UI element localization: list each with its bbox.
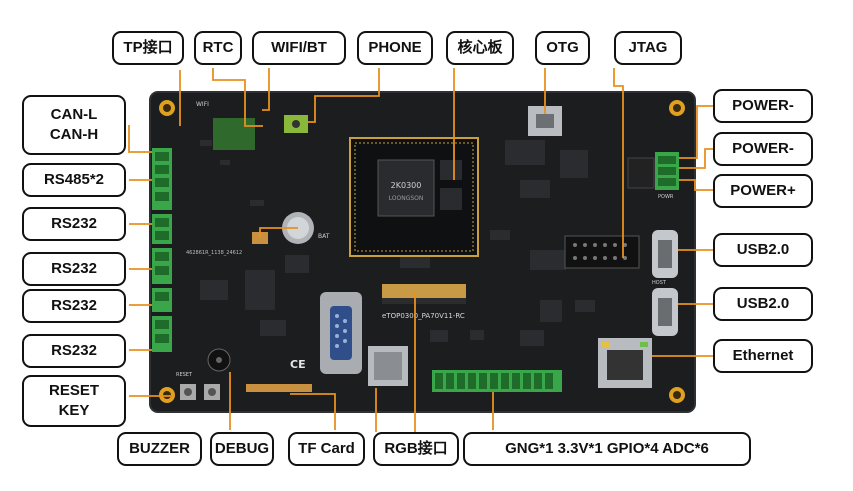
label-wifi-bt: WIFI/BT bbox=[252, 31, 346, 65]
label-rs232-1: RS232 bbox=[22, 207, 126, 241]
label-can-l: CAN-L bbox=[50, 105, 98, 123]
label-key: KEY bbox=[58, 402, 90, 419]
board-name-silk: eTOP0300_PA70V11-RC bbox=[382, 312, 465, 320]
host-silk: HOST bbox=[652, 280, 667, 286]
label-can-h: CAN-H bbox=[49, 126, 99, 143]
bat-silk: BAT bbox=[318, 233, 330, 240]
leader-lines bbox=[128, 68, 713, 432]
label-ethernet: Ethernet bbox=[713, 339, 813, 373]
inductor bbox=[627, 157, 655, 189]
label-core-board: 核心板 bbox=[446, 31, 514, 65]
label-rs232-4: RS232 bbox=[22, 334, 126, 368]
label-rs232-3: RS232 bbox=[22, 289, 126, 323]
label-gpio: GNG*1 3.3V*1 GPIO*4 ADC*6 bbox=[463, 432, 751, 466]
label-tf-card: TF Card bbox=[288, 432, 365, 466]
label-reset-key: RESET KEY bbox=[22, 375, 126, 427]
label-power-minus-2: POWER- bbox=[713, 132, 813, 166]
label-debug: DEBUG bbox=[210, 432, 274, 466]
powr-silk: POWR bbox=[658, 194, 674, 200]
rgb-connector bbox=[382, 284, 466, 298]
label-otg: OTG bbox=[535, 31, 590, 65]
label-buzzer: BUZZER bbox=[117, 432, 202, 466]
label-usb-2: USB2.0 bbox=[713, 287, 813, 321]
serial-silk: 462861R_1138_24612 bbox=[186, 250, 242, 256]
label-rs485: RS485*2 bbox=[22, 163, 126, 197]
svg-text:CE: CE bbox=[290, 358, 306, 371]
label-rtc: RTC bbox=[194, 31, 242, 65]
label-power-minus-1: POWER- bbox=[713, 89, 813, 123]
label-reset: RESET bbox=[48, 381, 99, 399]
label-phone: PHONE bbox=[357, 31, 433, 65]
label-usb-1: USB2.0 bbox=[713, 233, 813, 267]
label-can: CAN-L CAN-H bbox=[22, 95, 126, 155]
label-jtag: JTAG bbox=[614, 31, 682, 65]
label-tp: TP接口 bbox=[112, 31, 184, 65]
label-rgb: RGB接口 bbox=[373, 432, 459, 466]
label-rs232-2: RS232 bbox=[22, 252, 126, 286]
wifi-module bbox=[213, 118, 255, 150]
label-power-plus: POWER+ bbox=[713, 174, 813, 208]
mounting-holes bbox=[159, 100, 685, 403]
core-chip bbox=[377, 159, 435, 217]
jtag-header bbox=[564, 235, 640, 269]
reset-silk: RESET bbox=[176, 372, 193, 378]
wifi-silk: WIFI bbox=[196, 101, 209, 108]
chip-brand: LOONGSON bbox=[389, 195, 424, 202]
chip-name: 2K0300 bbox=[391, 181, 422, 190]
debug-header bbox=[246, 384, 312, 392]
